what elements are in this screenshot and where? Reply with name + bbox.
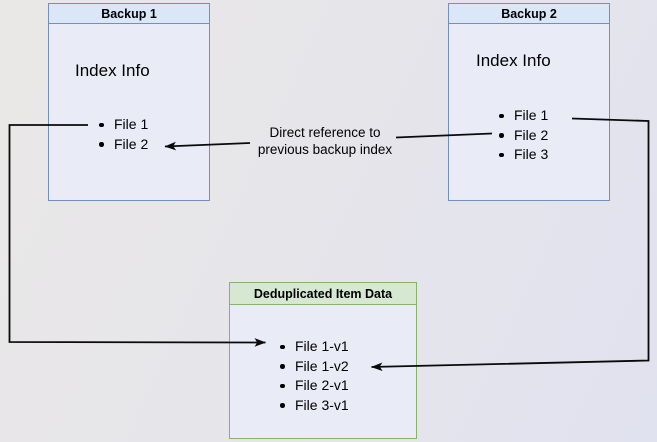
backup2-box: Backup 2 — [448, 3, 610, 201]
backup1-title: Backup 1 — [101, 7, 157, 21]
dedup-header: Deduplicated Item Data — [230, 283, 416, 305]
direct-reference-label-line2: previous backup index — [257, 141, 393, 157]
file-list-item: File 1-v1 — [280, 337, 349, 357]
file-list-item: File 2 — [499, 126, 548, 146]
backup1-header: Backup 1 — [49, 4, 209, 24]
backup2-index-info-label: Index Info — [476, 51, 551, 70]
file-list-item: File 2-v1 — [280, 376, 349, 396]
file-list-item: File 3 — [499, 145, 548, 165]
backup1-index-info-label: Index Info — [75, 61, 150, 80]
dedup-file-list: File 1-v1 File 1-v2 File 2-v1 File 3-v1 — [280, 337, 349, 415]
dedup-title: Deduplicated Item Data — [253, 287, 393, 301]
direct-reference-label: Direct reference to previous backup inde… — [240, 125, 410, 158]
backup2-header: Backup 2 — [449, 4, 609, 24]
backup2-file-list: File 1 File 2 File 3 — [499, 106, 548, 165]
file-list-item: File 2 — [99, 135, 148, 155]
backup1-box: Backup 1 — [48, 3, 210, 201]
file-list-item: File 1-v2 — [280, 357, 349, 377]
backup1-file-list: File 1 File 2 — [99, 115, 148, 154]
file-list-item: File 1 — [99, 115, 148, 135]
direct-reference-label-line1: Direct reference to — [269, 125, 381, 140]
file-list-item: File 3-v1 — [280, 396, 349, 416]
file-list-item: File 1 — [499, 106, 548, 126]
backup2-title: Backup 2 — [501, 7, 557, 21]
